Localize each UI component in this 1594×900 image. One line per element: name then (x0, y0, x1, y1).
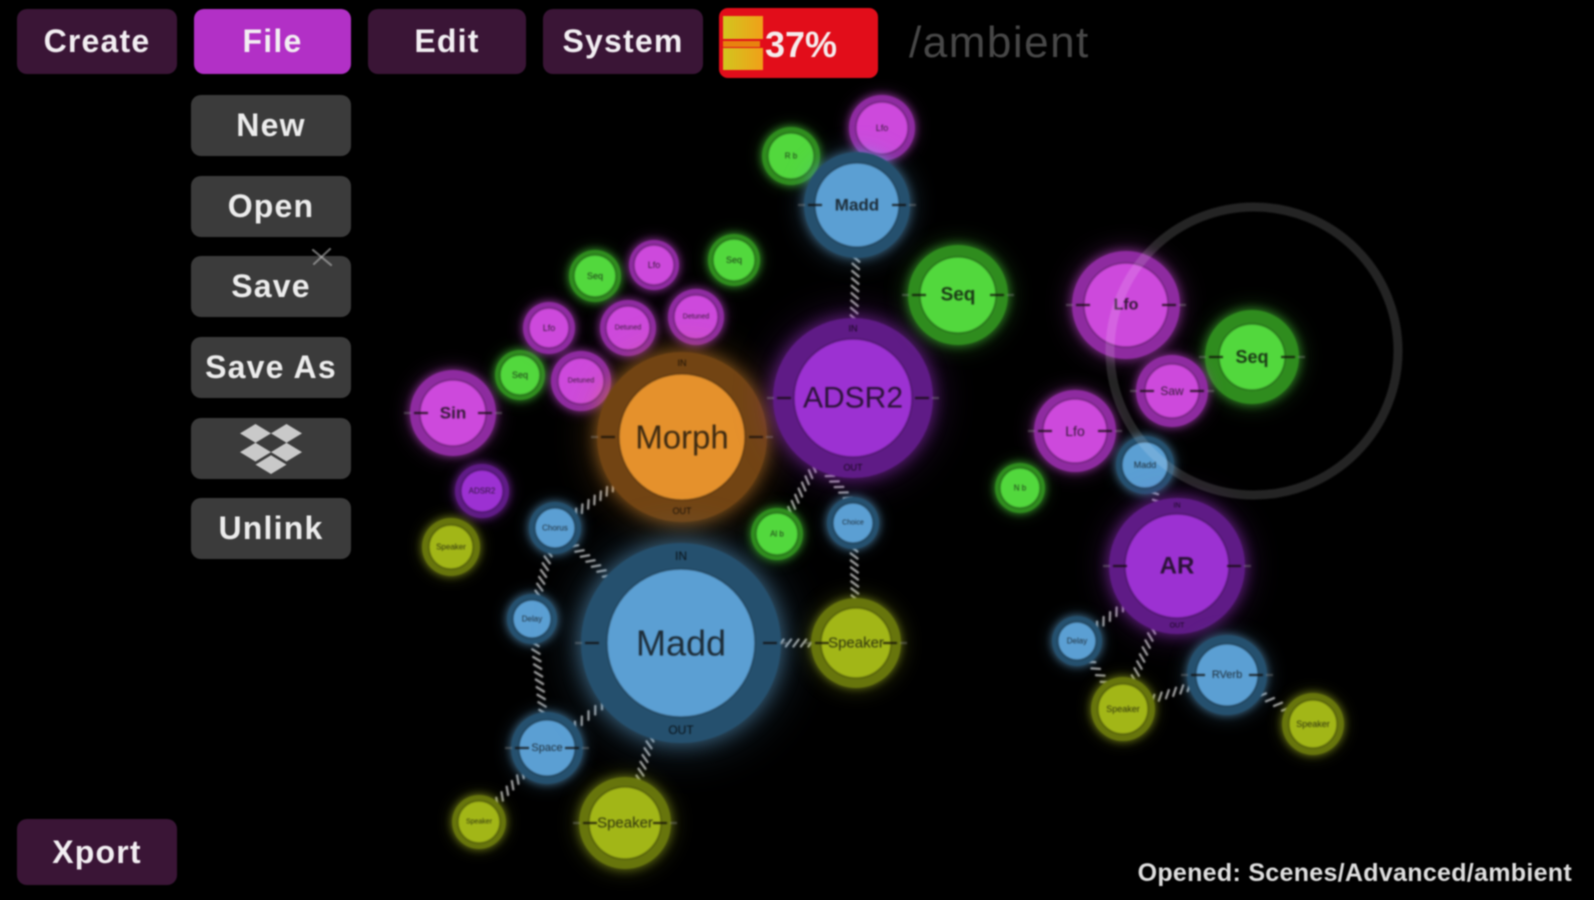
svg-text:Delay: Delay (1067, 637, 1087, 646)
svg-text:Speaker: Speaker (1296, 719, 1330, 729)
svg-text:Seq: Seq (726, 255, 742, 265)
svg-text:Seq: Seq (941, 285, 976, 306)
svg-text:Choice: Choice (842, 520, 864, 527)
svg-text:Delay: Delay (522, 615, 542, 624)
svg-text:Madd: Madd (835, 196, 879, 215)
svg-text:Detuned: Detuned (615, 325, 642, 332)
svg-text:Detuned: Detuned (683, 314, 710, 321)
svg-text:IN: IN (675, 549, 687, 563)
svg-text:OUT: OUT (673, 506, 693, 516)
svg-text:OUT: OUT (1170, 623, 1186, 630)
svg-text:Lfo: Lfo (1114, 297, 1139, 314)
svg-text:Speaker: Speaker (466, 819, 493, 826)
svg-text:Detuned: Detuned (568, 378, 595, 385)
svg-text:Lfo: Lfo (648, 260, 661, 270)
svg-text:Speaker: Speaker (436, 543, 466, 552)
svg-text:Speaker: Speaker (597, 815, 653, 832)
svg-text:Sin: Sin (440, 404, 466, 423)
svg-text:IN: IN (849, 324, 858, 334)
svg-text:ADSR2: ADSR2 (469, 487, 496, 496)
svg-text:Seq: Seq (587, 271, 603, 281)
svg-text:ADSR2: ADSR2 (803, 382, 903, 415)
svg-text:Madd: Madd (636, 623, 726, 664)
svg-text:RVerb: RVerb (1212, 669, 1242, 681)
svg-text:Al b: Al b (770, 530, 784, 539)
svg-text:IN: IN (1174, 503, 1181, 510)
svg-text:Lfo: Lfo (876, 123, 889, 133)
svg-text:OUT: OUT (844, 463, 864, 473)
svg-text:OUT: OUT (668, 723, 694, 737)
svg-text:Madd: Madd (1134, 460, 1157, 470)
svg-text:Space: Space (531, 742, 562, 754)
svg-text:AR: AR (1160, 553, 1195, 580)
svg-text:Saw: Saw (1160, 384, 1184, 398)
svg-text:Speaker: Speaker (1106, 704, 1140, 714)
svg-text:Morph: Morph (635, 419, 729, 456)
svg-text:Chorus: Chorus (542, 524, 568, 533)
svg-text:Speaker: Speaker (828, 635, 884, 652)
svg-text:Lfo: Lfo (543, 323, 556, 333)
svg-text:Lfo: Lfo (1065, 423, 1085, 439)
svg-text:N b: N b (1014, 484, 1027, 493)
svg-text:Seq: Seq (1235, 347, 1268, 367)
svg-text:R b: R b (785, 152, 798, 161)
svg-text:Seq: Seq (512, 370, 528, 380)
svg-text:IN: IN (678, 358, 687, 368)
